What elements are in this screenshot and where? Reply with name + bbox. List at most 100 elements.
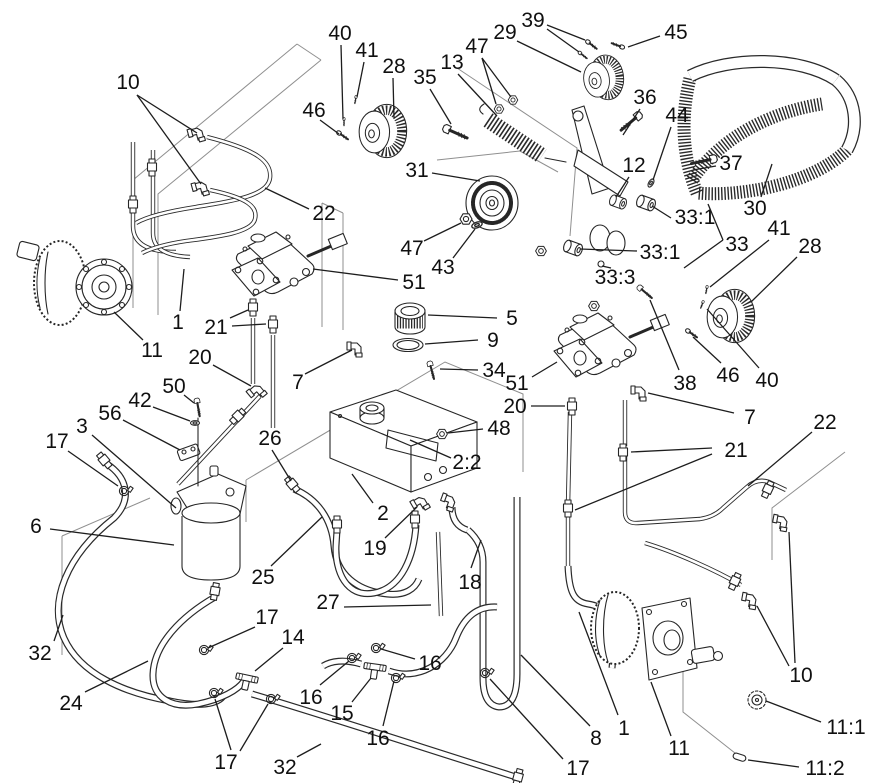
leader-line	[183, 394, 195, 404]
part-label-20: 20	[188, 346, 211, 369]
bushing	[634, 193, 658, 213]
leader-line	[692, 165, 717, 171]
part-label-12: 12	[622, 154, 645, 177]
part-label-38: 38	[673, 372, 696, 395]
part-label-11:2: 11:2	[805, 757, 844, 780]
filter-line-clamp-bracket	[176, 417, 201, 487]
hose-core	[293, 486, 422, 597]
part-label-33:3: 33:3	[595, 266, 636, 289]
leader-line	[706, 308, 760, 369]
leader-line	[747, 431, 813, 487]
union-fitting	[617, 443, 629, 462]
right-clutch-pulley	[707, 289, 755, 342]
part-label-42: 42	[128, 389, 151, 412]
hex-nut	[459, 213, 473, 225]
part-label-40: 40	[328, 22, 351, 45]
leader-line	[53, 614, 64, 642]
leader-line	[152, 406, 191, 422]
union-fitting	[267, 315, 279, 334]
leader-line	[409, 439, 452, 459]
leader-line	[709, 239, 770, 288]
leader-line	[122, 419, 181, 451]
union-fitting	[562, 499, 574, 518]
leader-line	[384, 506, 418, 539]
leader-line	[481, 57, 497, 105]
union-fitting	[146, 158, 158, 177]
part-label-19: 19	[363, 537, 386, 560]
hose-clamp	[479, 667, 495, 679]
washer	[646, 177, 656, 189]
leader-line	[760, 163, 773, 198]
shaft-nut	[747, 690, 767, 710]
hose-clamp	[370, 642, 386, 654]
cap-gasket	[392, 337, 424, 353]
leader-line	[212, 364, 252, 387]
leader-line	[207, 626, 256, 649]
part-label-41: 41	[767, 217, 790, 240]
leader-line	[424, 339, 479, 345]
screw	[609, 40, 627, 51]
part-label-22: 22	[813, 411, 836, 434]
part-label-32: 32	[28, 642, 51, 665]
leader-line	[319, 660, 350, 686]
screw	[583, 37, 599, 52]
left-hydro-pump	[230, 230, 349, 298]
leader-line	[651, 205, 672, 219]
leader-line	[229, 309, 249, 319]
leader-line	[49, 528, 175, 546]
part-label-29: 29	[493, 21, 516, 44]
hydraulic-reservoir	[329, 389, 478, 493]
part-label-32: 32	[273, 756, 296, 779]
part-label-33:1: 33:1	[675, 206, 716, 229]
reservoir-cap	[394, 302, 426, 335]
part-label-36: 36	[633, 86, 656, 109]
leader-line	[214, 698, 232, 751]
leader-line	[747, 759, 800, 768]
leader-line	[683, 239, 724, 269]
part-label-40: 40	[755, 369, 778, 392]
leader-line	[457, 73, 498, 117]
leader-line	[304, 349, 353, 375]
hose-core	[135, 135, 272, 225]
leader-line	[630, 447, 713, 453]
part-label-13: 13	[440, 51, 463, 74]
part-label-16: 16	[299, 686, 322, 709]
elbow-fitting	[770, 513, 790, 533]
part-label-8: 8	[590, 727, 602, 750]
part-label-1: 1	[618, 717, 630, 740]
leader-line	[452, 228, 476, 259]
leader-line	[427, 314, 498, 319]
bushing	[561, 238, 585, 258]
part-label-7: 7	[744, 406, 756, 429]
leader-line	[231, 323, 267, 327]
leader-line	[239, 703, 269, 752]
leader-line	[84, 660, 149, 693]
leader-line	[601, 265, 612, 269]
leader-line	[481, 57, 512, 98]
part-label-56: 56	[98, 402, 121, 425]
part-label-18: 18	[458, 571, 481, 594]
union-fitting	[208, 581, 222, 602]
hose-core	[321, 658, 362, 669]
part-label-3: 3	[76, 415, 88, 438]
drive-belt	[677, 54, 861, 201]
screw	[683, 326, 700, 340]
oil-filter	[170, 465, 247, 581]
leader-line	[578, 611, 619, 716]
hex-nut	[588, 300, 600, 312]
part-label-10: 10	[789, 664, 812, 687]
leader-line	[647, 392, 735, 414]
union-fitting	[247, 298, 259, 317]
leader-line	[439, 368, 479, 371]
leader-line	[67, 450, 119, 487]
leader-line	[627, 35, 661, 48]
screw	[334, 128, 351, 142]
part-label-30: 30	[743, 197, 766, 220]
leader-line	[447, 428, 484, 434]
part-label-7: 7	[292, 371, 304, 394]
leader-line	[622, 108, 641, 136]
leader-line	[692, 336, 722, 364]
part-label-1: 1	[172, 311, 184, 334]
leader-line	[380, 648, 416, 660]
